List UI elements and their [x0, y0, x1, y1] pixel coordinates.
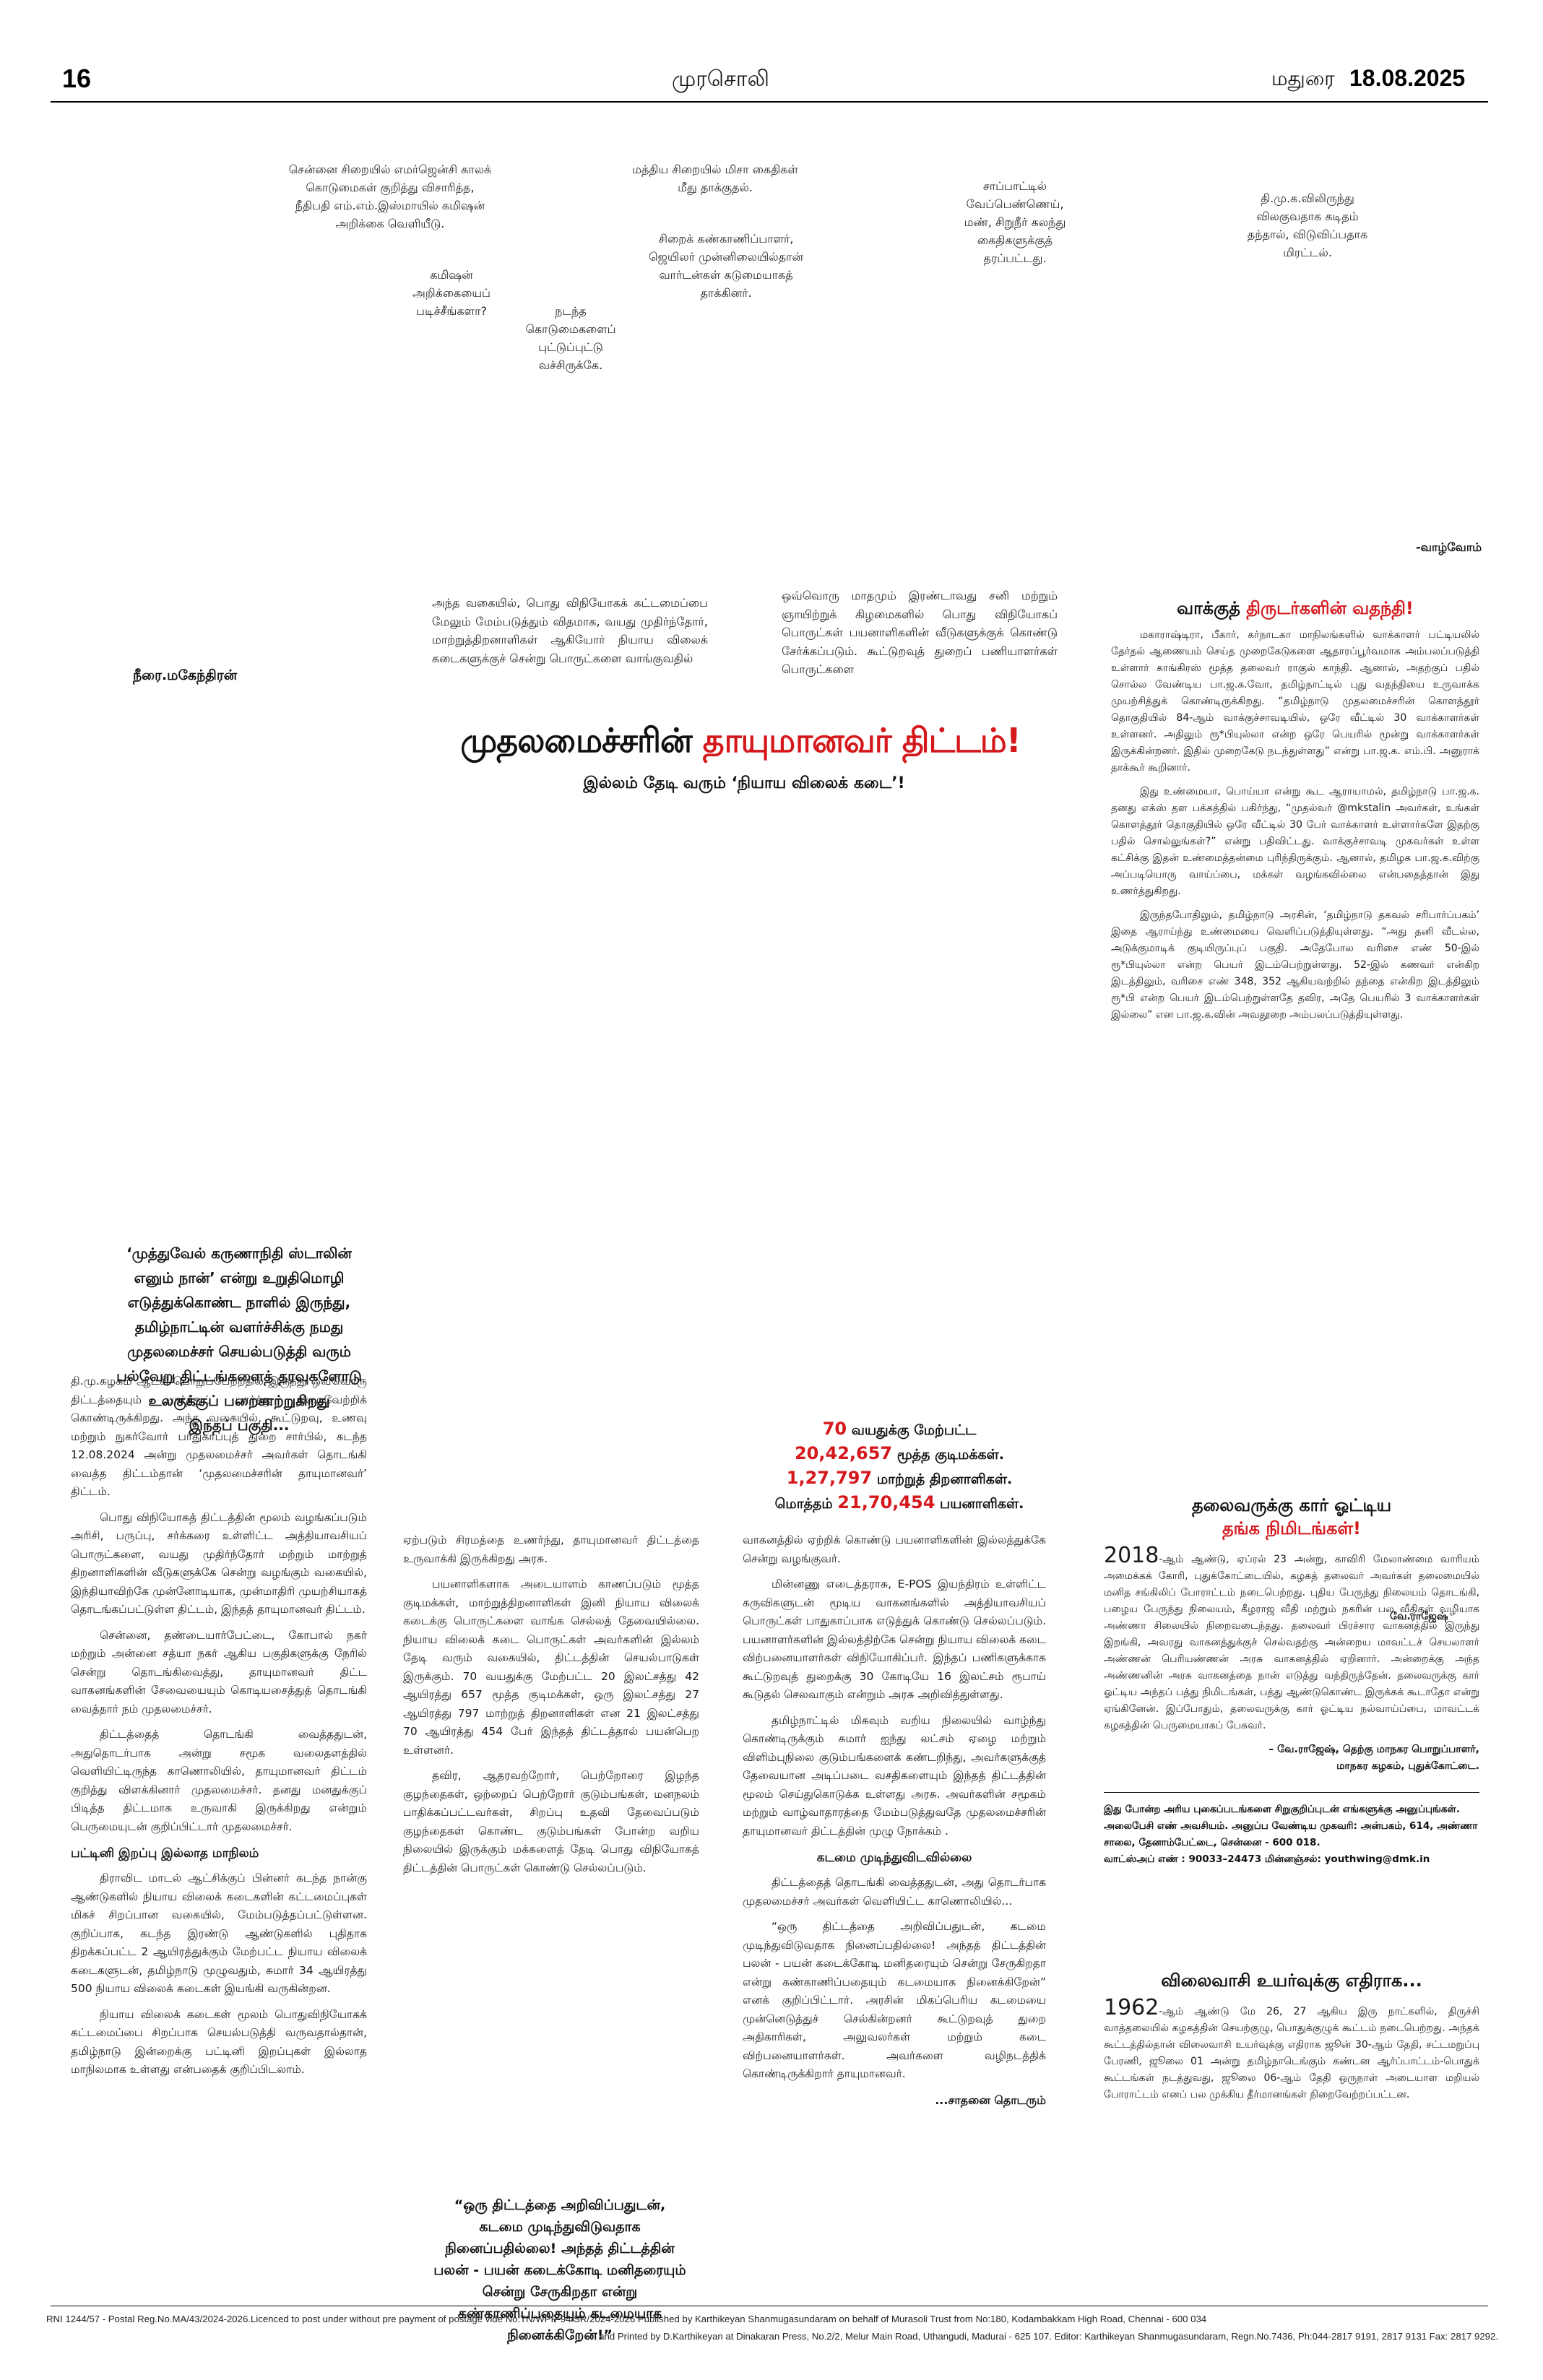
headline-red: தாயுமானவர் திட்டம்!	[702, 721, 1021, 760]
stat-line: 1,27,797 மாற்றுத் திறனாளிகள்.	[751, 1466, 1047, 1491]
stat-text: வயதுக்கு மேற்பட்ட	[847, 1422, 977, 1438]
cartoon-caption: நடந்த கொடுமைகளைப் புட்டுப்புட்டு வச்சிரு…	[525, 304, 616, 372]
sidebar-gold-appeal: இது போன்ற அரிய புகைப்படங்களை சிறுகுறிப்ப…	[1104, 1804, 1478, 1848]
teaser-col-2: ஒவ்வொரு மாதமும் இரண்டாவது சனி மற்றும் ஞா…	[782, 589, 1058, 676]
city: மதுரை	[1271, 66, 1335, 90]
article-para: மின்னணு எடைத்தராசு, E-POS இயந்திரம் உள்ள…	[743, 1578, 1046, 1701]
footer-imprint-1: RNI 1244/57 - Postal Reg.No.MA/43/2024-2…	[46, 2314, 1207, 2324]
article-para: பயனாளிகளாக அடையாளம் காணப்படும் மூத்த குட…	[403, 1578, 699, 1757]
main-headline: முதலமைச்சரின் தாயுமானவர் திட்டம்!	[390, 719, 1091, 762]
issue-date: 18.08.2025	[1349, 65, 1466, 91]
sidebar-vote-body: மகாராஷ்டிரா, பீகார், கர்நாடகா மாநிலங்களி…	[1111, 627, 1479, 1024]
sidebar-price-para-text: -ஆம் ஆண்டு மே 26, 27 ஆகிய இரு நாட்களில்,…	[1104, 2006, 1479, 2100]
sidebar-gold-byline: – வே.ராஜேஷ், தெற்கு மாநகர பொறுப்பாளர், ம…	[1268, 1744, 1479, 1772]
article-para: திராவிட மாடல் ஆட்சிக்குப் பின்னர் கடந்த …	[71, 1871, 367, 1995]
article-para: பொது விநியோகத் திட்டத்தின் மூலம் வழங்கப்…	[71, 1510, 367, 1617]
article-para-dropcap: தி.மு.கழகம் ஆட்சி பொறுப்பேற்றதில் இருந்த…	[71, 1372, 367, 1502]
cartoon-caption: கமிஷன் அறிக்கையைப் படிச்சீங்களா?	[412, 268, 490, 318]
sidebar-gold-title: தலைவருக்கு கார் ஓட்டிய	[1191, 1495, 1392, 1515]
header-rule	[51, 101, 1488, 103]
stat-text: மொத்தம்	[774, 1496, 838, 1512]
article-col-3: வாகனத்தில் ஏற்றிக் கொண்டு பயனாளிகளின் இல…	[743, 1531, 1046, 2109]
stat-text: மாற்றுத் திறனாளிகள்.	[872, 1471, 1013, 1487]
sidebar-gold-year: 2018	[1104, 1543, 1159, 1568]
sidebar-price-year: 1962	[1104, 1995, 1159, 2020]
sidebar-price-para: 1962-ஆம் ஆண்டு மே 26, 27 ஆகிய இரு நாட்கள…	[1104, 1997, 1479, 2103]
continued-label: ...சாதனை தொடரும்	[935, 2093, 1046, 2107]
article-subheading: பட்டினி இறப்பு இல்லாத மாநிலம்	[71, 1846, 259, 1861]
sidebar-vote: வாக்குத் திருடர்களின் வதந்தி! மகாராஷ்டிர…	[1111, 597, 1479, 1031]
stat-line: மொத்தம் 21,70,454 பயனாளிகள்.	[751, 1491, 1047, 1515]
article-para: தமிழ்நாட்டில் மிகவும் வறிய நிலையில் வாழ்…	[743, 1713, 1046, 1838]
cartoon-caption: தி.மு.க.விலிருந்து விலகுவதாக கடிதம் தந்த…	[1247, 191, 1368, 259]
sidebar-vote-para: இது உண்மையா, பொய்யா என்று கூட ஆராயாமல், …	[1111, 786, 1479, 897]
cartoon-caption: சிறைக் கண்காணிப்பாளர், ஜெயிலர் முன்னிலைய…	[649, 232, 803, 300]
cartoon-signoff: -வாழ்வோம்	[1416, 540, 1482, 554]
stat-number: 21,70,454	[837, 1492, 935, 1513]
sidebar-price-body: 1962-ஆம் ஆண்டு மே 26, 27 ஆகிய இரு நாட்கள…	[1104, 1997, 1479, 2103]
sidebar-vote-title-red: திருடர்களின் வதந்தி!	[1246, 598, 1414, 618]
article-col-2: ஏற்படும் சிரமத்தை உணர்ந்து, தாயுமானவர் த…	[403, 1531, 699, 1884]
sidebar-gold-photo-caption: வே.ராஜேஷ்	[1390, 1611, 1448, 1622]
intro-blurb: ‘முத்துவேல் கருணாநிதி ஸ்டாலின் எனும் நான…	[116, 1245, 362, 1434]
page-number: 16	[62, 64, 92, 93]
sidebar-vote-para: இருந்தபோதிலும், தமிழ்நாடு அரசின், ‘தமிழ்…	[1111, 909, 1479, 1021]
article-para: தவிர, ஆதரவற்றோர், பெற்றோரை இழந்த குழந்தை…	[403, 1769, 699, 1874]
article-para: சென்னை, தண்டையார்பேட்டை, கோபால் நகர் மற்…	[71, 1628, 367, 1715]
main-subhead: இல்லம் தேடி வரும் ‘நியாய விலைக் கடை’!	[583, 774, 905, 792]
footer-imprint-2: and Printed by D.Karthikeyan at Dinakara…	[599, 2331, 1498, 2342]
article-para-0: தி.மு.கழகம் ஆட்சி பொறுப்பேற்றதில் இருந்த…	[71, 1375, 367, 1498]
sidebar-gold-contact: வாட்ஸ்அப் எண் : 90033–24473 மின்னஞ்சல்: …	[1104, 1853, 1430, 1865]
article-para: “ஒரு திட்டத்தை அறிவிப்பதுடன், கடமை முடிந…	[743, 1920, 1046, 2080]
stat-number: 20,42,657	[794, 1443, 893, 1463]
stat-line: 70 வயதுக்கு மேற்பட்ட	[751, 1417, 1047, 1442]
cartoon-caption: சாப்பாட்டில் வேப்பெண்ணெய், மண், சிறுநீர்…	[964, 179, 1066, 265]
sidebar-gold: தலைவருக்கு கார் ஓட்டிய தங்க நிமிடங்கள்! …	[1104, 1494, 1479, 1868]
cartoon-caption: மத்திய சிறையில் மிசா கைதிகள் மீது தாக்கு…	[632, 163, 798, 194]
stats-box: 70 வயதுக்கு மேற்பட்ட 20,42,657 மூத்த குட…	[751, 1417, 1047, 1515]
article-para: வாகனத்தில் ஏற்றிக் கொண்டு பயனாளிகளின் இல…	[743, 1533, 1046, 1565]
sidebar-gold-rule	[1104, 1792, 1479, 1793]
article-col-1: தி.மு.கழகம் ஆட்சி பொறுப்பேற்றதில் இருந்த…	[71, 1372, 367, 2087]
sidebar-vote-para: மகாராஷ்டிரா, பீகார், கர்நாடகா மாநிலங்களி…	[1111, 629, 1479, 774]
sidebar-price-title: விலைவாசி உயர்வுக்கு எதிராக...	[1161, 1970, 1422, 1991]
stat-number: 70	[822, 1419, 847, 1439]
article-subheading: கடமை முடிந்துவிடவில்லை	[816, 1851, 972, 1865]
headline-black: முதலமைச்சரின்	[460, 721, 692, 760]
teaser-col-1: அந்த வகையில், பொது விநியோகக் கட்டமைப்பை …	[432, 596, 708, 665]
stat-text: பயனாளிகள்.	[935, 1496, 1024, 1512]
author-name: நீரை.மகேந்திரன்	[133, 667, 238, 683]
article-para: ஏற்படும் சிரமத்தை உணர்ந்து, தாயுமானவர் த…	[403, 1533, 699, 1565]
sidebar-vote-title-black: வாக்குத்	[1177, 598, 1247, 618]
sidebar-gold-para-text: -ஆம் ஆண்டு, ஏப்ரல் 23 அன்று, காவிரி மேலா…	[1104, 1554, 1479, 1731]
stat-text: மூத்த குடிமக்கள்.	[892, 1447, 1005, 1463]
pull-quote: “ஒரு திட்டத்தை அறிவிப்பதுடன், கடமை முடிந…	[433, 2197, 686, 2343]
article-para: திட்டத்தைத் தொடங்கி வைத்ததுடன், அது தொடர…	[743, 1876, 1046, 1908]
sidebar-gold-title-red: தங்க நிமிடங்கள்!	[1222, 1518, 1361, 1539]
sidebar-price: விலைவாசி உயர்வுக்கு எதிராக... 1962-ஆம் ஆ…	[1104, 1969, 1479, 2111]
sidebar-gold-body: 2018-ஆம் ஆண்டு, ஏப்ரல் 23 அன்று, காவிரி …	[1104, 1545, 1479, 1734]
masthead: முரசொலி	[672, 66, 769, 92]
stat-line: 20,42,657 மூத்த குடிமக்கள்.	[751, 1442, 1047, 1466]
cartoon-caption: சென்னை சிறையில் எமர்ஜென்சி காலக் கொடுமைக…	[288, 163, 492, 230]
article-para: திட்டத்தைத் தொடங்கி வைத்ததுடன், அதுதொடர்…	[71, 1728, 367, 1833]
article-para: நியாய விலைக் கடைகள் மூலம் பொதுவிநியோகக் …	[71, 2007, 367, 2077]
sidebar-gold-para: 2018-ஆம் ஆண்டு, ஏப்ரல் 23 அன்று, காவிரி …	[1104, 1545, 1479, 1734]
stat-number: 1,27,797	[786, 1468, 873, 1488]
sidebar-vote-title: வாக்குத் திருடர்களின் வதந்தி!	[1111, 597, 1479, 620]
